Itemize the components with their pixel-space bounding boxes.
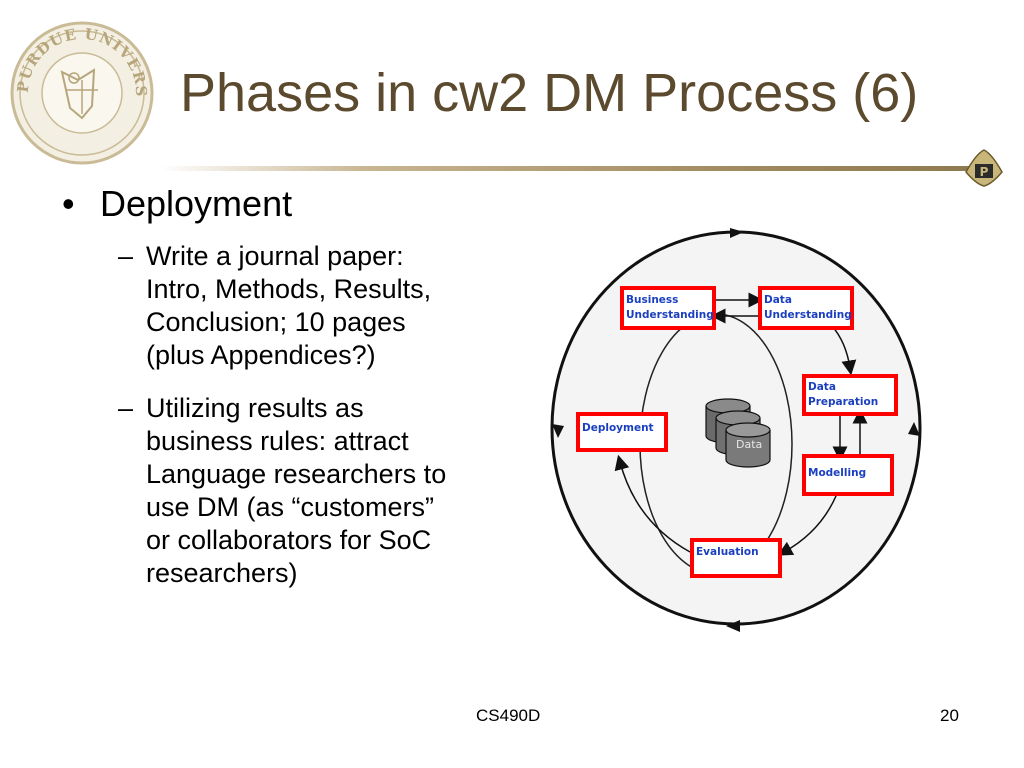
box-label: Business [626, 294, 678, 306]
slide-title: Phases in cw2 DM Process (6) [180, 63, 919, 123]
box-data-understanding [758, 286, 854, 330]
box-label: Understanding [626, 309, 714, 321]
sub-item-line: researchers) [146, 558, 298, 588]
box-label: Data [764, 294, 792, 306]
sub-item-line: (plus Appendices?) [146, 340, 376, 370]
database-label: Data [736, 438, 762, 451]
box-modelling [802, 454, 894, 496]
box-business-understanding [620, 286, 716, 330]
bullet-deployment: • Deployment [62, 183, 292, 225]
title-divider [160, 166, 980, 171]
svg-text:P: P [980, 165, 989, 179]
box-label: Modelling [808, 467, 866, 479]
purdue-p-logo: P [962, 148, 1006, 188]
box-evaluation [690, 538, 782, 578]
sub-item-line: or collaborators for SoC [146, 525, 432, 555]
sub-item-line: business rules: attract [146, 426, 409, 456]
sub-item-line: Utilizing results as [146, 393, 364, 423]
outer-arrow [552, 424, 564, 438]
box-label: Deployment [582, 422, 654, 434]
database-cylinders-icon [705, 398, 771, 468]
flow-arrow [614, 454, 691, 553]
sub-item-journal-paper: – Write a journal paper: Intro, Methods,… [118, 240, 538, 372]
sub-item-line: Language researchers to [146, 459, 447, 489]
sub-item-line: Write a journal paper: [146, 241, 404, 271]
dm-process-diagram: Business Understanding Data Understandin… [540, 222, 932, 634]
footer-page-number: 20 [940, 706, 959, 725]
outer-arrow [726, 620, 740, 632]
sub-item-business-rules: – Utilizing results as business rules: a… [118, 392, 538, 590]
box-data-preparation [802, 374, 898, 416]
box-deployment [576, 412, 668, 452]
outer-arrow [730, 228, 744, 238]
footer-course: CS490D [476, 706, 541, 725]
box-label: Understanding [764, 309, 852, 321]
dash-mark: – [118, 393, 134, 423]
sub-item-line: use DM (as “customers” [146, 492, 435, 522]
box-label: Data [808, 381, 836, 393]
box-label: Preparation [808, 396, 878, 408]
dash-mark: – [118, 241, 134, 271]
sub-item-line: Intro, Methods, Results, [146, 274, 432, 304]
outer-arrow [908, 422, 920, 436]
bullet-mark: • [62, 183, 75, 224]
purdue-seal-logo: PURDUE UNIVERSITY [1, 6, 156, 166]
flow-arrow [777, 495, 837, 556]
box-label: Evaluation [696, 546, 759, 558]
bullet-text: Deployment [100, 183, 293, 224]
sub-item-line: Conclusion; 10 pages [146, 307, 406, 337]
